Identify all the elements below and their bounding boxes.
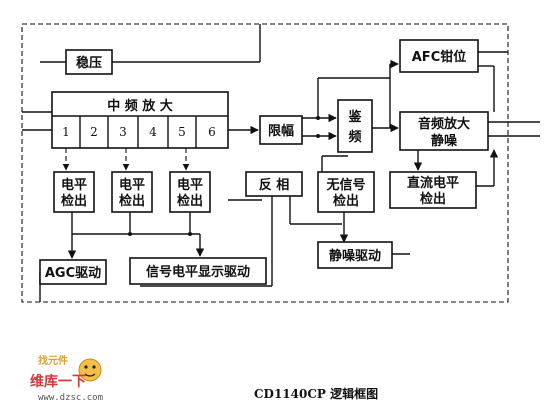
watermark-mascot-icon: [78, 358, 102, 382]
connections: [22, 24, 540, 302]
if-amp-label: 中 频 放 大: [107, 98, 173, 114]
block-level-display-driver: 信号电平显示驱动: [129, 257, 267, 285]
discriminator-line-1: 鉴: [347, 109, 362, 125]
chip-boundary: [21, 23, 509, 303]
no-signal-line-2: 检出: [333, 193, 359, 209]
block-discriminator: 鉴 频: [337, 99, 373, 153]
watermark-url: www.dzsc.com: [38, 393, 103, 403]
block-audio-amplifier: 音频放大 静噪: [399, 111, 489, 151]
watermark-logo: 找元件 维库一下 www.dzsc.com: [30, 354, 103, 403]
level-display-label: 信号电平显示驱动: [146, 264, 250, 280]
block-no-signal-detect: 无信号 检出: [317, 171, 375, 213]
if-stage-2: 2: [90, 125, 98, 139]
level-detect-2-line-1: 电平: [119, 177, 145, 193]
level-detect-1-line-2: 检出: [61, 193, 87, 209]
audio-amp-line-1: 音频放大: [418, 116, 470, 132]
if-stage-1: 1: [62, 125, 70, 139]
block-level-detect-2: 电平 检出: [111, 171, 153, 213]
diagram-caption: CD1140CP 逻辑框图: [254, 386, 378, 401]
watermark-brand: 维库一下: [30, 373, 86, 390]
level-detect-2-line-2: 检出: [119, 193, 145, 209]
level-detect-3-line-1: 电平: [177, 177, 203, 193]
block-mute-driver: 静噪驱动: [317, 241, 393, 269]
mute-driver-label: 静噪驱动: [329, 248, 381, 264]
block-agc-driver: AGC驱动: [39, 259, 107, 285]
dc-level-line-1: 直流电平: [407, 175, 459, 191]
watermark-top: 找元件: [38, 354, 68, 367]
block-dc-level-detect: 直流电平 检出: [389, 171, 477, 209]
if-stage-4: 4: [149, 125, 157, 139]
level-detect-3-line-2: 检出: [177, 193, 203, 209]
afc-clamp-label: AFC钳位: [412, 49, 466, 65]
regulator-label: 稳压: [76, 55, 102, 71]
if-stage-3: 3: [119, 125, 127, 139]
block-limiter: 限幅: [259, 115, 303, 145]
limiter-label: 限幅: [268, 123, 294, 139]
if-stage-6: 6: [208, 125, 216, 139]
block-level-detect-3: 电平 检出: [169, 171, 211, 213]
block-inverter: 反 相: [245, 171, 303, 197]
block-regulator: 稳压: [65, 49, 113, 75]
dc-level-line-2: 检出: [420, 191, 446, 207]
inverter-label: 反 相: [259, 177, 290, 193]
block-afc-clamp: AFC钳位: [399, 39, 479, 73]
level-detect-1-line-1: 电平: [61, 177, 87, 193]
block-level-detect-1: 电平 检出: [53, 171, 95, 213]
if-stage-cells: 1 2 3 4 5 6: [62, 116, 216, 148]
agc-driver-label: AGC驱动: [45, 266, 101, 281]
if-stage-5: 5: [178, 125, 186, 139]
block-if-amplifier: 中 频 放 大 1 2 3 4 5 6: [51, 91, 229, 149]
discriminator-line-2: 频: [348, 129, 361, 145]
audio-amp-line-2: 静噪: [431, 133, 458, 149]
no-signal-line-1: 无信号: [325, 177, 365, 193]
